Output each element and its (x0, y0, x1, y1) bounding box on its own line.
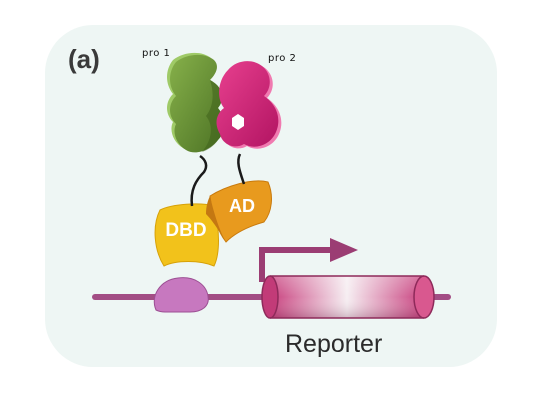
protein-1 (167, 52, 224, 153)
panel-label: (a) (68, 44, 100, 74)
binding-site (153, 277, 209, 313)
transcription-arrow (259, 247, 332, 282)
linker-ad-pro2 (237, 153, 246, 185)
protein-1-label: pro 1 (142, 48, 171, 59)
protein-2-label: pro 2 (268, 53, 297, 64)
linker-dbd-pro1 (190, 154, 208, 207)
transcription-arrow-head (330, 238, 358, 262)
reporter-gene (261, 275, 435, 319)
ad-domain-fold (206, 196, 226, 242)
protein-2 (216, 61, 282, 149)
ligand-hexagon-icon (232, 114, 244, 130)
dbd-domain (154, 203, 219, 267)
dbd-label: DBD (165, 220, 206, 241)
ad-label: AD (229, 196, 255, 216)
reporter-label: Reporter (285, 330, 383, 358)
